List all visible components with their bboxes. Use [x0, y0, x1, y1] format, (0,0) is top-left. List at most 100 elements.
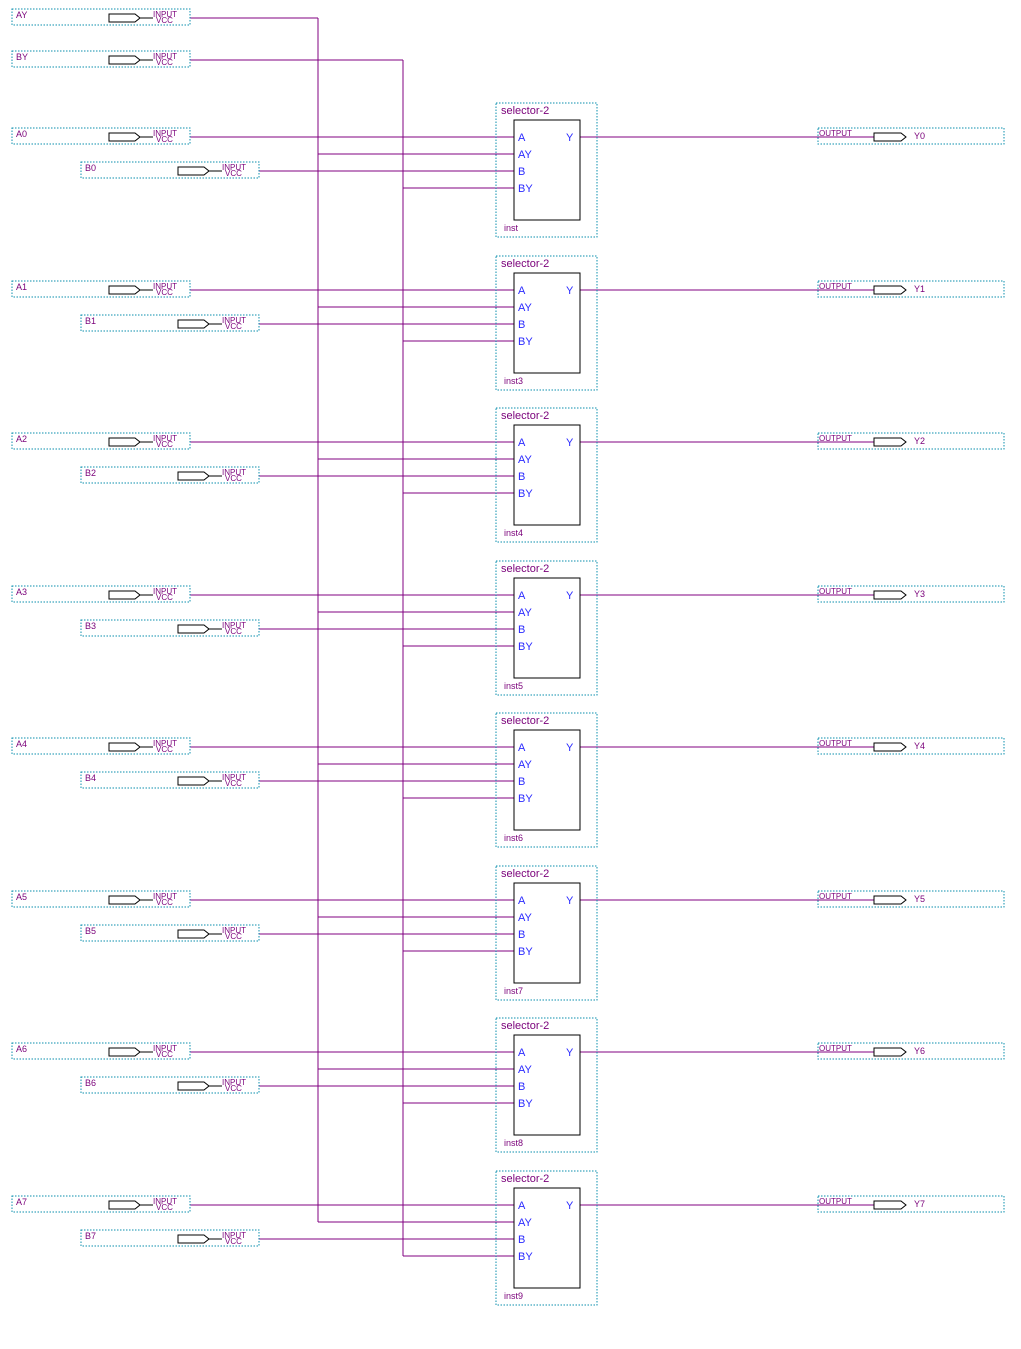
sel5-b-pin-arrow-icon [177, 929, 210, 939]
sel5-port-y: Y [566, 895, 574, 907]
sel6-block-frame [495, 1017, 598, 1153]
sel7-port-y: Y [566, 1200, 574, 1212]
sel4-port-y: Y [566, 742, 574, 754]
sel6-y-pin-tag: OUTPUT [819, 1044, 852, 1053]
sel5-port-b: B [518, 929, 525, 941]
sel1-port-y: Y [566, 285, 574, 297]
sel3-y-pin-name: Y3 [914, 589, 925, 599]
sel3-block-frame [495, 560, 598, 696]
by-pin-sub: VCC [156, 58, 173, 67]
sel0-a-pin-sub: VCC [156, 135, 173, 144]
sel0-a-pin-name: A0 [16, 129, 27, 139]
sel3-b-pin-name: B3 [85, 621, 96, 631]
sel0-b-pin-tag: INPUT [222, 163, 246, 172]
sel1-a-pin-arrow-icon [108, 285, 141, 295]
sel7-a-pin-sub: VCC [156, 1203, 173, 1212]
sel1-y-pin-frame [817, 280, 1005, 298]
sel3-a-pin-arrow-icon [108, 590, 141, 600]
sel6-port-a: A [518, 1047, 526, 1059]
sel7-b-pin-frame [80, 1229, 260, 1247]
sel4-a-pin-frame [11, 737, 191, 755]
sel4-b-pin-arrow-icon [177, 776, 210, 786]
sel4-port-by: BY [518, 793, 533, 805]
sel4-y-pin-name: Y4 [914, 741, 925, 751]
sel3-y-pin-frame [817, 585, 1005, 603]
sel7-b-pin-tag: INPUT [222, 1231, 246, 1240]
sel7-y-pin-arrow-icon [873, 1200, 907, 1210]
sel4-y-pin-tag: OUTPUT [819, 739, 852, 748]
sel6-block-body [513, 1034, 581, 1136]
sel0-b-pin-name: B0 [85, 163, 96, 173]
sel1-b-pin-arrow-icon [177, 319, 210, 329]
sel3-port-b: B [518, 624, 525, 636]
sel5-y-pin-tag: OUTPUT [819, 892, 852, 901]
sel2-y-pin-name: Y2 [914, 436, 925, 446]
sel1-block-frame [495, 255, 598, 391]
sel2-b-pin-sub: VCC [225, 474, 242, 483]
sel2-b-pin-frame [80, 466, 260, 484]
sel6-inst-label: inst8 [504, 1138, 523, 1148]
sel2-y-pin-tag: OUTPUT [819, 434, 852, 443]
sel7-port-by: BY [518, 1251, 533, 1263]
sel3-b-pin-tag: INPUT [222, 621, 246, 630]
sel2-y-pin-frame [817, 432, 1005, 450]
sel3-y-pin-arrow-icon [873, 590, 907, 600]
sel6-y-pin-name: Y6 [914, 1046, 925, 1056]
sel2-y-output-pin: OUTPUT Y2 [817, 432, 1005, 450]
sel5-b-pin-name: B5 [85, 926, 96, 936]
sel7-a-pin-frame [11, 1195, 191, 1213]
sel7-a-pin-tag: INPUT [153, 1197, 177, 1206]
sel7-y-pin-name: Y7 [914, 1199, 925, 1209]
sel0-y-pin-tag: OUTPUT [819, 129, 852, 138]
sel0-inst-label: inst [504, 223, 519, 233]
sel4-b-pin-name: B4 [85, 773, 96, 783]
sel2-a-pin-sub: VCC [156, 440, 173, 449]
sel4-port-a: A [518, 742, 526, 754]
sel6-port-by: BY [518, 1098, 533, 1110]
sel6-port-ay: AY [518, 1064, 533, 1076]
sel3-port-by: BY [518, 641, 533, 653]
sel6-a-pin-tag: INPUT [153, 1044, 177, 1053]
sel1-y-pin-name: Y1 [914, 284, 925, 294]
sel1-b-pin-tag: INPUT [222, 316, 246, 325]
sel0-b-pin-frame [80, 161, 260, 179]
sel1-b-pin-name: B1 [85, 316, 96, 326]
sel1-block-body [513, 272, 581, 374]
sel2-a-pin-tag: INPUT [153, 434, 177, 443]
sel7-b-pin-arrow-icon [177, 1234, 210, 1244]
sel0-port-a: A [518, 132, 526, 144]
sel7-port-ay: AY [518, 1217, 533, 1229]
sel2-y-pin-arrow-icon [873, 437, 907, 447]
sel4-y-pin-arrow-icon [873, 742, 907, 752]
sel3-a-pin-tag: INPUT [153, 587, 177, 596]
sel0-b-pin-sub: VCC [225, 169, 242, 178]
sel4-a-pin-tag: INPUT [153, 739, 177, 748]
sel5-a-pin-name: A5 [16, 892, 27, 902]
sel1-y-pin-tag: OUTPUT [819, 282, 852, 291]
sel3-port-y: Y [566, 590, 574, 602]
sel5-block-frame [495, 865, 598, 1001]
sel7-block-title: selector-2 [501, 1173, 549, 1185]
sel4-block-title: selector-2 [501, 715, 549, 727]
sel6-port-b: B [518, 1081, 525, 1093]
sel5-block-body [513, 882, 581, 984]
sel2-b-pin-name: B2 [85, 468, 96, 478]
sel6-b-pin-name: B6 [85, 1078, 96, 1088]
sel6-block-title: selector-2 [501, 1020, 549, 1032]
